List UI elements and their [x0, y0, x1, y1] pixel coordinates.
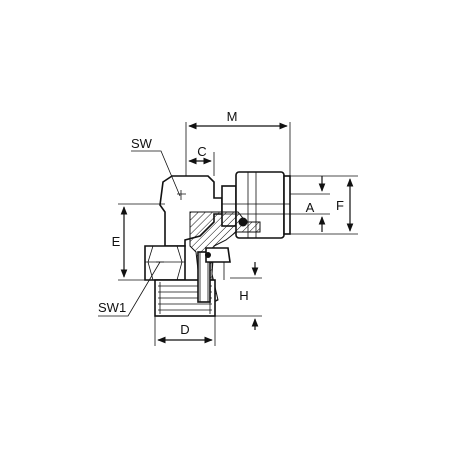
- dim-m: M: [185, 109, 291, 176]
- callout-sw: SW: [131, 136, 181, 197]
- dim-a: A: [290, 176, 330, 232]
- stem-ring: [205, 247, 231, 263]
- inner-pipe: [197, 251, 211, 303]
- small-seal: [205, 252, 211, 258]
- label-sw1: SW1: [98, 300, 126, 315]
- label-f: F: [336, 198, 344, 213]
- o-ring: [238, 217, 248, 227]
- label-c: C: [197, 144, 206, 159]
- label-e: E: [112, 234, 121, 249]
- dim-c: C: [188, 144, 215, 176]
- dim-e: E: [112, 203, 165, 281]
- fitting-body: [144, 171, 291, 317]
- release-ring: [283, 175, 291, 235]
- dim-f: F: [290, 175, 358, 235]
- dim-h: H: [215, 262, 262, 330]
- callout-sw1: SW1: [98, 261, 161, 317]
- label-a: A: [306, 200, 315, 215]
- label-sw: SW: [131, 136, 153, 151]
- label-d: D: [180, 322, 189, 337]
- dim-d: D: [154, 316, 216, 346]
- label-m: M: [227, 109, 238, 124]
- label-h: H: [239, 288, 248, 303]
